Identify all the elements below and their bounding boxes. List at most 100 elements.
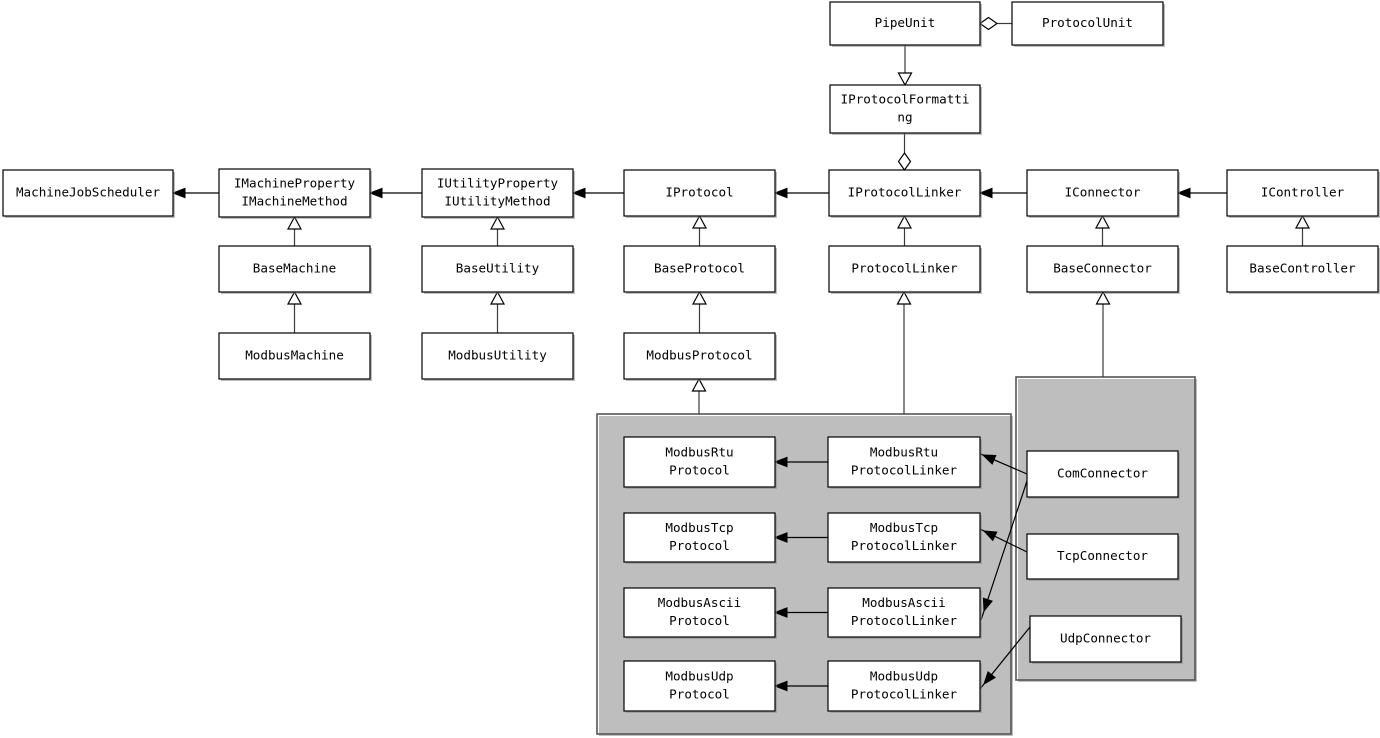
arrowhead-solid	[773, 187, 788, 199]
edge-asciilinker-to-asciiprotocol	[773, 607, 828, 618]
class-box-protocol-linker[interactable]: ProtocolLinker	[828, 245, 982, 294]
edge-modbusgroup-to-modbusprotocol	[691, 377, 707, 414]
class-name-label: ModbusMachine	[245, 348, 344, 363]
class-box-modbus-machine[interactable]: ModbusMachine	[218, 332, 372, 381]
class-box-tcp-connector[interactable]: TcpConnector	[1026, 533, 1180, 581]
arrowhead-solid	[368, 187, 383, 199]
class-name-label: BaseMachine	[253, 261, 336, 276]
class-name-label: IProtocolFormatti	[841, 92, 970, 107]
class-box-modbus-utility[interactable]: ModbusUtility	[421, 332, 575, 381]
class-box-machine-job-scheduler[interactable]: MachineJobScheduler	[2, 169, 175, 218]
class-box-pipe-unit[interactable]: PipeUnit	[829, 1, 982, 47]
class-box-frame	[827, 512, 981, 563]
arrowhead-hollow-triangle	[897, 72, 913, 87]
class-name-label: Protocol	[669, 687, 730, 702]
class-name-label: ModbusUtility	[448, 348, 547, 363]
edge-comconnector-to-rtulinker	[974, 450, 1028, 475]
class-name-label: ng	[897, 110, 912, 125]
class-name-label: ModbusAscii	[862, 595, 945, 610]
class-name-label: ProtocolLinker	[851, 538, 958, 553]
class-box-frame	[1226, 245, 1379, 293]
class-box-frame	[828, 245, 981, 293]
class-box-base-connector[interactable]: BaseConnector	[1026, 245, 1180, 294]
edge-modbusgroup-to-protocollinker	[896, 290, 912, 414]
edge-baseutility-to-iutility	[489, 215, 506, 246]
edge-iutility-to-imachine	[368, 187, 422, 199]
arrowhead-solid	[773, 680, 788, 692]
arrowhead-solid	[1176, 187, 1191, 199]
class-box-icontroller[interactable]: IController	[1226, 169, 1380, 218]
edge-iprotocollinker-to-iprotocol	[773, 187, 829, 199]
class-box-frame	[623, 169, 776, 217]
class-name-label: IMachineProperty	[234, 176, 356, 191]
arrowhead-hollow-triangle	[1094, 214, 1111, 229]
edge-udplinker-to-udpprotocol	[773, 680, 828, 692]
class-box-base-controller[interactable]: BaseController	[1226, 245, 1380, 294]
arrowhead-solid	[982, 597, 993, 613]
class-box-iprotocol-formatting[interactable]: IProtocolFormatti ng	[829, 84, 982, 135]
class-box-frame	[827, 436, 981, 488]
class-box-com-connector[interactable]: ComConnector	[1026, 450, 1180, 499]
aggregation-diamond	[978, 16, 999, 31]
arrowhead-solid	[981, 454, 997, 465]
arrowhead-hollow-triangle	[896, 290, 912, 305]
aggregation-diamond	[897, 151, 912, 172]
class-box-frame	[623, 245, 776, 293]
class-name-label: BaseConnector	[1053, 261, 1152, 276]
class-name-label: IProtocol	[665, 185, 733, 200]
class-box-base-machine[interactable]: BaseMachine	[218, 245, 372, 294]
class-box-frame	[623, 436, 776, 488]
class-box-frame	[827, 587, 981, 638]
arrowhead-hollow-triangle	[286, 215, 303, 230]
class-name-label: ComConnector	[1057, 466, 1148, 481]
class-box-frame	[1226, 169, 1379, 217]
edge-protocolunit-to-pipeunit	[978, 16, 1012, 31]
class-box-frame	[623, 587, 776, 638]
arrowhead-solid	[773, 607, 788, 618]
arrowhead-hollow-triangle	[489, 290, 506, 305]
edge-pipeunit-to-iprotocolformatting	[897, 45, 913, 87]
class-name-label: TcpConnector	[1057, 548, 1148, 563]
class-name-label: ModbusTcp	[870, 520, 938, 535]
class-box-base-utility[interactable]: BaseUtility	[421, 245, 575, 294]
class-box-base-protocol[interactable]: BaseProtocol	[623, 245, 777, 294]
class-box-iconnector[interactable]: IConnector	[1026, 169, 1180, 218]
class-box-frame	[828, 169, 981, 217]
class-name-label: BaseProtocol	[654, 261, 745, 276]
class-name-label: IConnector	[1065, 185, 1141, 200]
class-box-iprotocol[interactable]: IProtocol	[623, 169, 777, 218]
edge-protocollinker-to-ilinker	[896, 214, 913, 246]
arrowhead-solid	[978, 187, 993, 199]
class-name-label: MachineJobScheduler	[16, 185, 160, 200]
class-box-iprotocol-linker[interactable]: IProtocolLinker	[828, 169, 982, 218]
class-box-udp-connector[interactable]: UdpConnector	[1029, 615, 1183, 664]
class-box-modbus-protocol[interactable]: ModbusProtocol	[623, 332, 777, 381]
class-name-label: Protocol	[669, 613, 730, 628]
class-box-protocol-unit[interactable]: ProtocolUnit	[1011, 1, 1165, 47]
arrowhead-solid	[983, 670, 996, 686]
edge-comconnector-to-asciilinker	[980, 480, 1028, 620]
class-name-label: ModbusUdp	[870, 669, 938, 684]
arrowhead-hollow-triangle	[286, 290, 303, 305]
class-box-frame	[1029, 615, 1182, 663]
class-box-frame	[421, 332, 574, 380]
edge-baseconnector-to-iconnector	[1094, 214, 1111, 246]
edge-rtulinker-to-rtuprotocol	[773, 456, 828, 468]
arrowhead-solid	[773, 532, 788, 543]
arrowhead-hollow-triangle	[489, 215, 506, 230]
class-name-label: ModbusProtocol	[646, 348, 752, 363]
edge-baseprotocol-to-iprotocol	[691, 214, 708, 246]
class-box-frame	[829, 84, 981, 134]
edge-connectorgroup-to-baseconnector	[1095, 290, 1111, 377]
